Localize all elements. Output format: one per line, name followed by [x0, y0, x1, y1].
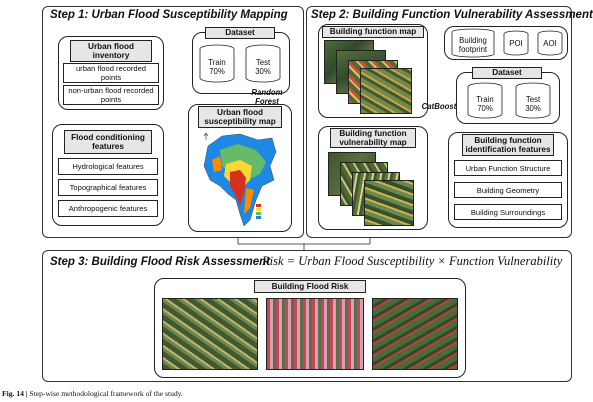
building-footprint-cylinder: Building footprint [450, 28, 496, 58]
figure-caption: Fig. 14 | Step-wise methodological frame… [2, 389, 183, 398]
flood-risk-header: Building Flood Risk [254, 280, 366, 293]
function-map-header: Building function map [322, 26, 424, 38]
susceptibility-map-image [203, 132, 277, 227]
step1-test-label: Test [255, 58, 271, 67]
risk-map-image-2 [266, 298, 364, 370]
flood-inventory-header: Urban flood inventory [70, 40, 152, 62]
figure-caption-label: Fig. 14 | [2, 389, 28, 398]
building-footprint-label: Building footprint [458, 36, 488, 54]
risk-map-image-3 [372, 298, 458, 370]
poi-cylinder: POI [502, 30, 530, 56]
feature-urban-function-structure: Urban Function Structure [454, 160, 562, 176]
step1-test-cylinder: Test 30% [244, 44, 282, 84]
conditioning-topographical: Topographical features [58, 179, 158, 196]
feature-building-geometry: Building Geometry [454, 182, 562, 198]
poi-label: POI [509, 39, 523, 48]
vuln-map-header: Building function vulnerability map [330, 128, 416, 148]
risk-formula: Risk = Urban Flood Susceptibility × Func… [262, 254, 563, 268]
step2-test-label: Test [525, 95, 541, 104]
inventory-item-urban: urban flood recorded points [63, 63, 159, 83]
conditioning-anthropogenic: Anthropogenic features [58, 200, 158, 217]
step2-title: Step 2: Building Function Vulnerability … [311, 9, 593, 21]
catboost-label: CatBoost [421, 102, 457, 111]
identification-features-header: Building function identification feature… [462, 134, 554, 156]
function-map-image-4 [360, 68, 412, 114]
step1-dataset-header: Dataset [205, 27, 275, 39]
step2-test-pct: 30% [525, 104, 541, 113]
step2-test-cylinder: Test 30% [514, 82, 552, 120]
conditioning-header: Flood conditioning features [64, 130, 152, 154]
figure-caption-text: Step-wise methodological framework of th… [27, 389, 183, 398]
vuln-map-image-4 [364, 180, 414, 226]
step2-train-label: Train [476, 95, 494, 104]
step1-title: Step 1: Urban Flood Susceptibility Mappi… [50, 9, 288, 21]
feature-building-surroundings: Building Surroundings [454, 204, 562, 220]
step2-train-cylinder: Train 70% [466, 82, 504, 120]
aoi-cylinder: AOI [536, 30, 564, 56]
random-forest-label: Random Forest [251, 88, 283, 106]
step3-title: Step 3: Building Flood Risk Assessment [50, 256, 271, 268]
risk-map-image-1 [162, 298, 258, 370]
susceptibility-map-header: Urban flood susceptibility map [198, 106, 282, 128]
step1-train-label: Train [208, 58, 226, 67]
aoi-label: AOI [543, 39, 557, 48]
step1-test-pct: 30% [255, 67, 271, 76]
step1-train-cylinder: Train 70% [198, 44, 236, 84]
step2-train-pct: 70% [477, 104, 493, 113]
step2-dataset-header: Dataset [472, 67, 542, 79]
conditioning-hydrological: Hydrological features [58, 158, 158, 175]
step1-train-pct: 70% [209, 67, 225, 76]
inventory-item-non-urban: non-urban flood recorded points [63, 85, 159, 105]
